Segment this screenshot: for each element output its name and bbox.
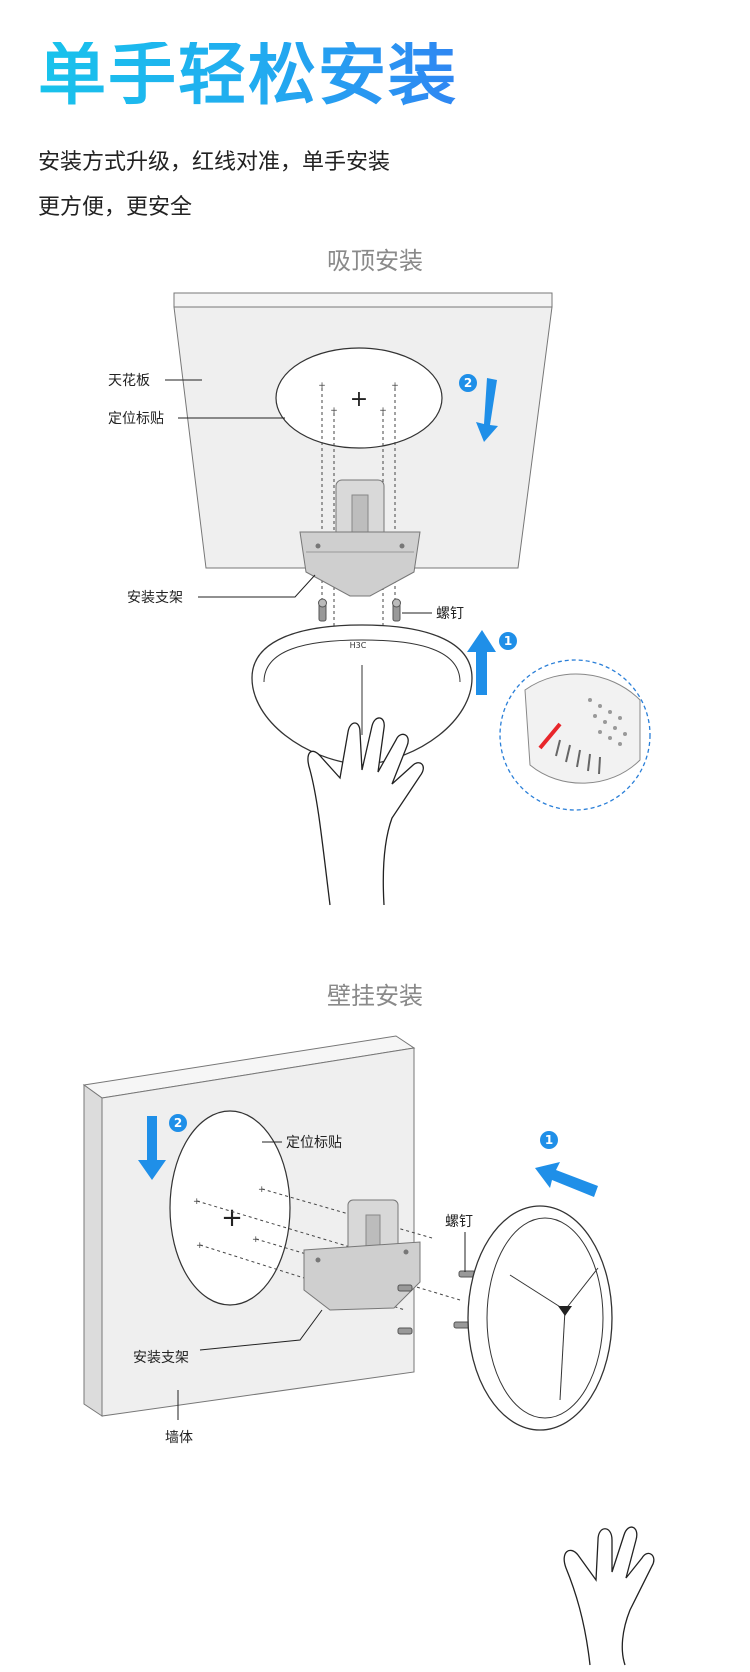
label-positioning-sticker-wall: 定位标贴 [286, 1135, 342, 1151]
arrow-down-icon [476, 378, 498, 442]
detail-magnifier [499, 659, 651, 811]
page-title: 单手轻松安装 [38, 36, 459, 115]
label-bracket-wall: 安装支架 [133, 1350, 189, 1366]
arrow-left-icon [535, 1162, 598, 1197]
hand-illustration-wall [563, 1526, 655, 1666]
step-1-badge-wall [540, 1131, 558, 1149]
step-2-badge [459, 374, 477, 392]
red-alignment-line [538, 722, 562, 750]
center-cross-icon: + [221, 1203, 243, 1233]
device-logo: H3C [350, 641, 367, 650]
mounting-bracket [299, 479, 421, 597]
ceiling-mount-heading: 吸顶安装 [327, 247, 423, 275]
mounting-bracket-wall [303, 1199, 421, 1311]
arrow-down-icon [138, 1116, 166, 1180]
screw-icon-wall [397, 1270, 476, 1335]
label-positioning-sticker: 定位标贴 [108, 411, 164, 427]
svg-text:+: + [252, 1235, 260, 1245]
svg-text:2: 2 [464, 376, 472, 390]
svg-text:+: + [318, 381, 326, 391]
svg-text:+: + [391, 381, 399, 391]
positioning-sticker-wall [169, 1110, 291, 1306]
svg-text:+: + [330, 406, 338, 416]
hand-illustration [307, 717, 424, 906]
subtitle-line-1: 安装方式升级，红线对准，单手安装 [38, 150, 391, 175]
svg-text:2: 2 [174, 1116, 182, 1130]
svg-text:1: 1 [504, 634, 512, 648]
label-ceiling: 天花板 [108, 373, 150, 389]
center-cross-icon: + [350, 387, 368, 412]
subtitle-line-2: 更方便，更安全 [38, 195, 193, 220]
svg-text:1: 1 [545, 1133, 553, 1147]
label-bracket: 安装支架 [127, 590, 183, 606]
label-wall: 墙体 [165, 1430, 193, 1446]
wall-mount-heading: 壁挂安装 [327, 982, 423, 1010]
svg-text:+: + [193, 1197, 201, 1207]
step-2-badge-wall [169, 1114, 187, 1132]
label-screw: 螺钉 [436, 606, 464, 622]
ceiling-mount-diagram: + + + + + H3C 2 1 [108, 292, 651, 906]
svg-text:+: + [258, 1185, 266, 1195]
screw-icon [318, 598, 401, 622]
wall-mount-diagram: + + + + + 2 1 [82, 1035, 655, 1666]
positioning-sticker [275, 347, 443, 449]
label-screw-wall: 螺钉 [445, 1214, 473, 1230]
svg-text:+: + [196, 1241, 204, 1251]
svg-text:+: + [379, 406, 387, 416]
access-point-device-wall [467, 1205, 613, 1431]
step-1-badge [499, 632, 517, 650]
arrow-up-icon [467, 630, 496, 695]
access-point-device: H3C [251, 624, 473, 766]
